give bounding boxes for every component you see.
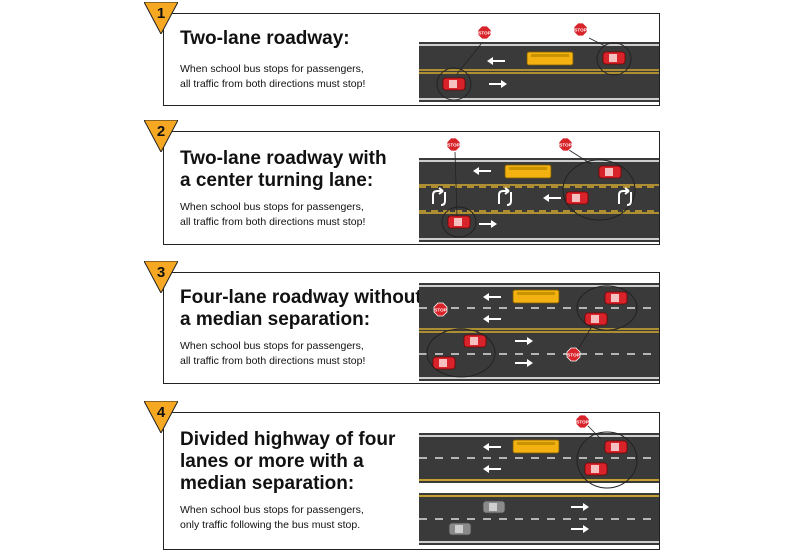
stop-sign-icon: STOP (573, 22, 606, 47)
stop-sign-icon: STOP (575, 414, 602, 440)
turn-lane-arrows-icon (498, 187, 512, 206)
panel-3: 3 Four-lane roadway without a median sep… (144, 261, 660, 384)
stop-sign-icon: STOP (566, 327, 592, 362)
svg-text:STOP: STOP (574, 28, 586, 33)
stop-zone-circle (596, 42, 632, 76)
stop-zone-circle (576, 431, 638, 489)
stop-sign-icon: STOP (558, 137, 592, 165)
panel-description: When school bus stops for passengers, al… (180, 201, 366, 228)
number-badge-1: 1 (144, 2, 178, 34)
arrow-right-icon (479, 220, 497, 228)
stop-zone-circle (436, 67, 472, 101)
moving-car (448, 522, 472, 536)
arrow-left-icon (483, 315, 501, 323)
arrow-left-icon (543, 194, 561, 202)
panel-description: When school bus stops for passengers, on… (180, 504, 364, 531)
number-badge-4: 4 (144, 401, 178, 433)
panel-title: Divided highway of four lanes or more wi… (180, 429, 396, 494)
turn-lane-arrows-icon (618, 187, 632, 206)
panel-description: When school bus stops for passengers, al… (180, 340, 366, 367)
panel-4: 4 Divided highway of four lanes or more … (144, 401, 660, 550)
roadway-illustration: STOP STOP (419, 137, 659, 242)
number-badge-2: 2 (144, 120, 178, 152)
stopped-car (584, 312, 608, 326)
panel-title: Four-lane roadway without a median separ… (180, 287, 422, 330)
stopped-car (604, 291, 628, 305)
school-bus (504, 164, 552, 179)
stopped-car (602, 51, 626, 65)
moving-car (482, 500, 506, 514)
stopped-car (447, 215, 471, 229)
arrow-right-icon (515, 337, 533, 345)
svg-text:STOP: STOP (576, 420, 588, 425)
turn-lane-arrows-icon (432, 187, 446, 206)
stopped-car (463, 334, 487, 348)
school-bus (512, 289, 560, 304)
roadway-illustration: STOP STOP (419, 22, 659, 102)
roadway-illustration: STOP STOP (419, 283, 659, 381)
roadway-illustration: STOP (419, 414, 659, 545)
stop-zone-circle (441, 206, 477, 238)
arrow-left-icon (483, 465, 501, 473)
stopped-car (442, 77, 466, 91)
school-bus (512, 439, 560, 454)
number-badge-3: 3 (144, 261, 178, 293)
svg-text:STOP: STOP (447, 143, 459, 148)
svg-text:STOP: STOP (559, 143, 571, 148)
stop-sign-icon: STOP (433, 302, 448, 317)
arrow-right-icon (571, 525, 589, 533)
arrow-right-icon (489, 80, 507, 88)
stopped-car (598, 165, 622, 179)
svg-text:3: 3 (157, 264, 165, 281)
panel-description: When school bus stops for passengers, al… (180, 63, 366, 90)
panel-2: 2 Two-lane roadway with a center turning… (144, 120, 660, 245)
stop-zone-circle (562, 159, 636, 221)
arrow-right-icon (571, 503, 589, 511)
school-bus (526, 51, 574, 66)
stop-sign-icon: STOP (456, 25, 492, 75)
arrow-left-icon (483, 443, 501, 451)
stopped-car (584, 462, 608, 476)
svg-text:STOP: STOP (478, 31, 490, 36)
arrow-left-icon (487, 57, 505, 65)
arrow-right-icon (515, 359, 533, 367)
svg-text:STOP: STOP (434, 308, 446, 313)
panel-title: Two-lane roadway: (180, 28, 350, 49)
stopped-car (604, 440, 628, 454)
stop-zone-circle (576, 285, 638, 331)
stopped-car (565, 191, 589, 205)
svg-text:4: 4 (157, 404, 166, 421)
stop-sign-icon: STOP (446, 137, 461, 217)
svg-text:2: 2 (157, 123, 165, 140)
stop-zone-circle (426, 328, 496, 378)
arrow-left-icon (483, 293, 501, 301)
stopped-car (432, 356, 456, 370)
panel-title: Two-lane roadway with a center turning l… (180, 148, 387, 191)
arrow-left-icon (473, 167, 491, 175)
panel-1: 1 Two-lane roadway: When school bus stop… (144, 2, 660, 106)
svg-text:1: 1 (157, 5, 165, 22)
svg-text:STOP: STOP (567, 353, 579, 358)
